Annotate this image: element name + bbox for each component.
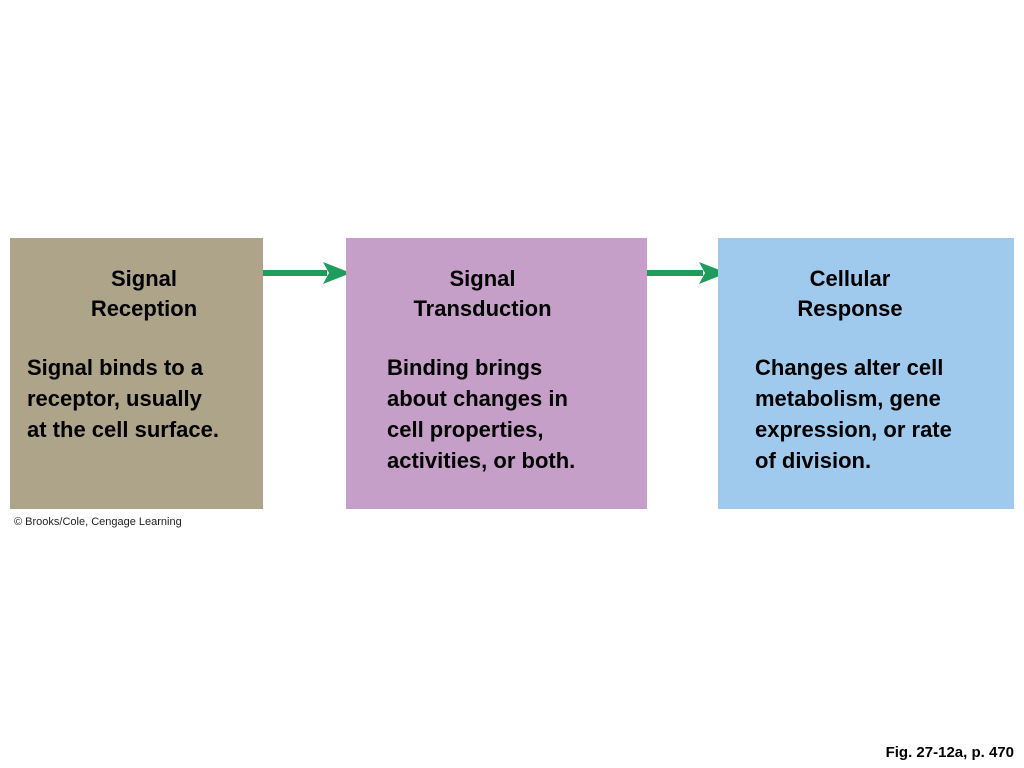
stage-description-cellular-response: Changes alter cell metabolism, gene expr… [755,352,952,476]
stage-description-line: about changes in [387,386,568,411]
stage-title-line: Response [797,296,903,321]
right-arrow-icon [647,262,727,284]
stage-description-line: cell properties, [387,417,544,442]
copyright-credit: © Brooks/Cole, Cengage Learning [14,516,182,528]
stage-description-line: Changes alter cell [755,355,944,380]
stage-title-line: Signal [110,266,177,291]
stage-description-line: activities, or both. [387,448,576,473]
right-arrow-icon [263,262,351,284]
arrow-head [699,262,727,284]
stage-description-line: receptor, usually [27,386,202,411]
stage-description-signal-reception: Signal binds to a receptor, usually at t… [27,352,219,445]
stage-box-signal-reception: Signal Reception Signal binds to a recep… [10,238,263,509]
stage-title-signal-transduction: Signal Transduction [346,264,619,324]
stage-title-signal-reception: Signal Reception [10,264,278,324]
stage-box-signal-transduction: Signal Transduction Binding brings about… [346,238,647,509]
stage-description-line: Signal binds to a [27,355,204,380]
figure-reference: Fig. 27-12a, p. 470 [885,744,1014,761]
stage-title-cellular-response: Cellular Response [718,264,982,324]
stage-title-line: Transduction [413,296,552,321]
stage-description-signal-transduction: Binding brings about changes in cell pro… [387,352,575,476]
stage-description-line: at the cell surface. [27,417,219,442]
arrow-shaft [263,270,327,276]
stage-description-line: of division. [755,448,872,473]
arrow-head [323,262,351,284]
stage-box-cellular-response: Cellular Response Changes alter cell met… [718,238,1014,509]
stage-title-line: Reception [90,296,198,321]
stage-description-line: expression, or rate [755,417,952,442]
stage-description-line: Binding brings [387,355,543,380]
stage-description-line: metabolism, gene [755,386,941,411]
arrow-shaft [647,270,703,276]
stage-title-line: Cellular [809,266,891,291]
stage-title-line: Signal [449,266,516,291]
